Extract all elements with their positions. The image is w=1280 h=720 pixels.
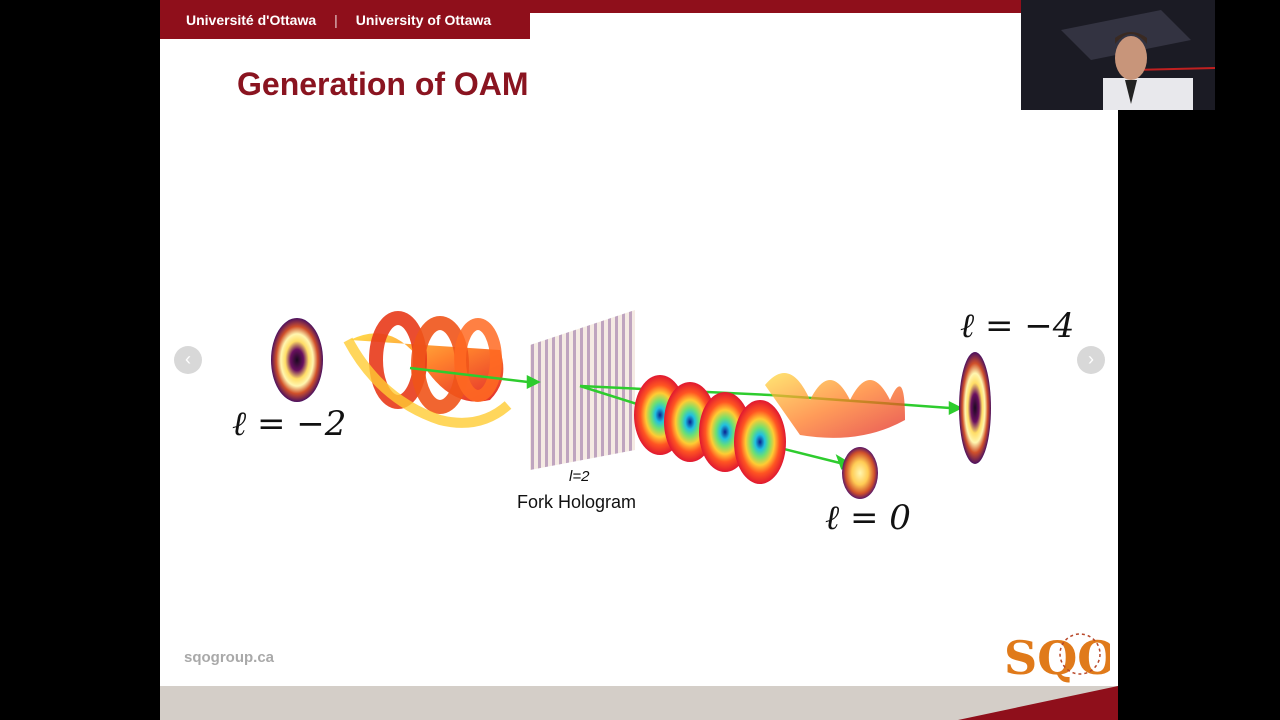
slide-canvas: Université d'Ottawa | University of Otta… bbox=[160, 0, 1118, 720]
output-helical-wavefront bbox=[765, 373, 905, 438]
footer-accent bbox=[958, 686, 1118, 720]
previous-slide-button[interactable]: ‹ bbox=[174, 346, 202, 374]
input-beam-profile bbox=[271, 318, 323, 402]
university-name-english: University of Ottawa bbox=[355, 11, 492, 28]
university-name-french: Université d'Ottawa bbox=[186, 11, 317, 28]
fork-hologram-icon bbox=[530, 310, 635, 470]
presenter-video-icon bbox=[1021, 0, 1215, 110]
presenter-webcam bbox=[1021, 0, 1215, 110]
output-beam-profile-l-0 bbox=[842, 447, 878, 499]
hologram-charge-label: l=2 bbox=[569, 468, 590, 485]
slide-title: Generation of OAM bbox=[237, 66, 529, 102]
input-oam-label: ℓ = −2 bbox=[232, 404, 347, 444]
fork-hologram-label: Fork Hologram bbox=[517, 492, 637, 512]
output-beam-profile-l-minus-4 bbox=[959, 352, 991, 464]
chevron-right-icon: › bbox=[1088, 349, 1094, 369]
next-slide-button[interactable]: › bbox=[1077, 346, 1105, 374]
output-oam-label-bottom: ℓ = 0 bbox=[825, 498, 911, 538]
logo-text: SQO bbox=[1004, 631, 1110, 685]
university-header: Université d'Ottawa | University of Otta… bbox=[160, 0, 530, 39]
oam-diagram bbox=[271, 310, 991, 499]
helical-wavefront bbox=[343, 311, 512, 428]
sqo-logo: SQO bbox=[1004, 631, 1110, 685]
footer-url: sqogroup.ca bbox=[184, 649, 275, 666]
chevron-left-icon: ‹ bbox=[185, 349, 191, 369]
output-oam-label-top: ℓ = −4 bbox=[960, 306, 1075, 346]
diffracted-ring-beams bbox=[634, 375, 786, 484]
header-separator: | bbox=[334, 11, 338, 28]
